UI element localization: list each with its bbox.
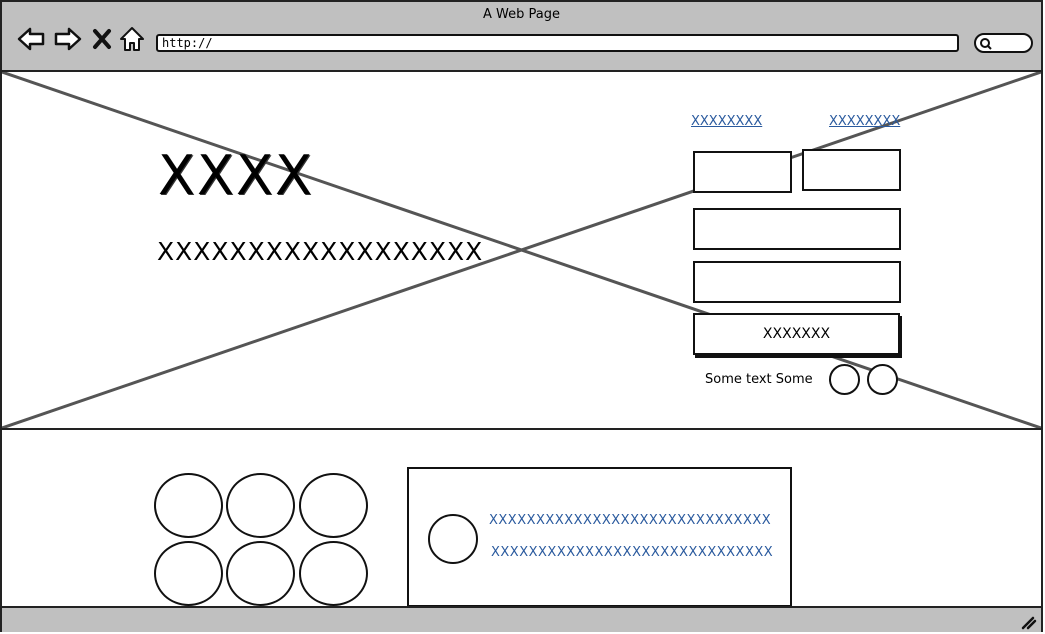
resize-grip-icon[interactable] xyxy=(1019,614,1037,630)
search-box[interactable] xyxy=(974,33,1033,53)
card-link-2[interactable]: XXXXXXXXXXXXXXXXXXXXXXXXXXXXXX xyxy=(491,545,774,560)
gallery-circle[interactable] xyxy=(299,473,368,538)
window-title: A Web Page xyxy=(483,7,560,22)
home-icon[interactable] xyxy=(119,26,145,52)
status-bar xyxy=(2,606,1041,632)
hero-title: XXXX xyxy=(158,144,314,207)
gallery-circle[interactable] xyxy=(154,541,223,606)
input-field-3[interactable] xyxy=(693,208,901,250)
gallery-circle[interactable] xyxy=(299,541,368,606)
input-field-2[interactable] xyxy=(802,149,901,191)
remember-text: Some text Some xyxy=(705,372,813,387)
hero-subtitle: XXXXXXXXXXXXXXXXXX xyxy=(157,237,484,266)
arrow-left-icon[interactable] xyxy=(17,26,45,52)
input-field-1[interactable] xyxy=(693,151,792,193)
radio-option-1[interactable] xyxy=(829,364,860,395)
address-bar[interactable]: http:// xyxy=(156,34,959,52)
card-avatar xyxy=(428,514,478,564)
gallery-circle[interactable] xyxy=(226,541,295,606)
nav-link-1[interactable]: XXXXXXXX xyxy=(691,114,763,129)
nav-link-2[interactable]: XXXXXXXX xyxy=(829,114,901,129)
info-card: XXXXXXXXXXXXXXXXXXXXXXXXXXXXXX XXXXXXXXX… xyxy=(407,467,792,607)
gallery-circle[interactable] xyxy=(154,473,223,538)
image-placeholder-cross xyxy=(2,72,1041,428)
gallery-circle[interactable] xyxy=(226,473,295,538)
arrow-right-icon[interactable] xyxy=(54,26,82,52)
radio-option-2[interactable] xyxy=(867,364,898,395)
x-icon[interactable] xyxy=(92,26,112,52)
hero-image-placeholder: XXXX XXXXXXXXXXXXXXXXXX XXXXXXXX XXXXXXX… xyxy=(2,72,1041,430)
input-field-4[interactable] xyxy=(693,261,901,303)
search-icon xyxy=(980,38,992,50)
submit-button[interactable]: XXXXXXX xyxy=(693,313,900,355)
card-link-1[interactable]: XXXXXXXXXXXXXXXXXXXXXXXXXXXXXX xyxy=(489,513,772,528)
browser-toolbar: A Web Page http:// xyxy=(2,2,1041,72)
